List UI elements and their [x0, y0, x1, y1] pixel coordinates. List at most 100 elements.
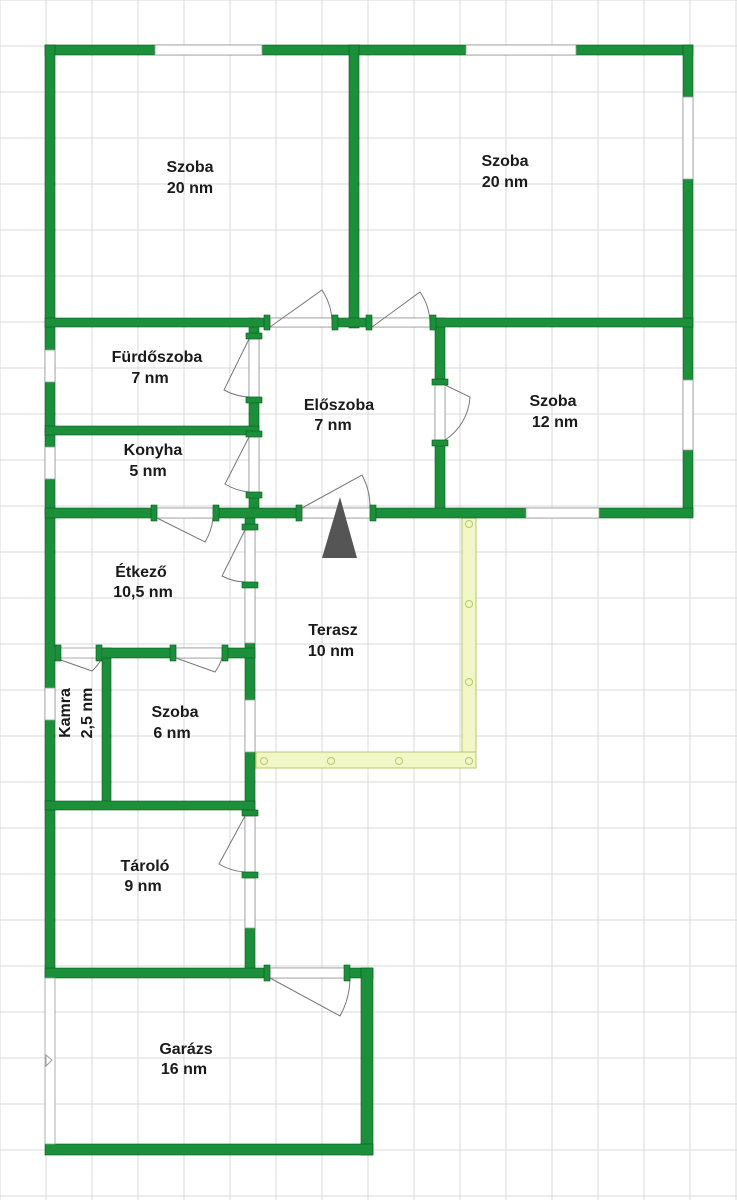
room-area: 12 nm [532, 414, 578, 431]
window [44, 349, 56, 383]
door-gap [54, 647, 103, 659]
door-jamb [241, 581, 259, 589]
room-area: 2,5 nm [79, 688, 96, 739]
door-jamb [241, 523, 259, 531]
door-jamb [263, 964, 271, 982]
door-gap [156, 507, 214, 519]
door-swing [218, 815, 246, 873]
room-area: 16 nm [161, 1061, 207, 1078]
room-area: 5 nm [129, 463, 166, 480]
window [44, 687, 56, 721]
door-swing [224, 436, 250, 493]
door-jamb [429, 314, 437, 331]
room-labels: Szoba 20 nm Szoba 20 nm Fürdőszoba 7 nm … [57, 153, 578, 1078]
door-swing [269, 977, 351, 1017]
window [682, 379, 694, 451]
wall [348, 44, 360, 329]
door-gap [269, 967, 351, 979]
north-arrow-icon [322, 497, 357, 558]
door-jamb [365, 314, 373, 331]
door-jamb [212, 504, 220, 522]
room-area: 7 nm [131, 370, 168, 387]
door-gap [244, 815, 256, 873]
window [465, 44, 577, 56]
room-name: Garázs [159, 1041, 212, 1058]
room-name: Szoba [529, 393, 576, 410]
door-jamb [245, 332, 263, 340]
door-jamb [150, 504, 158, 522]
wall [44, 1143, 374, 1156]
terrace-railing-side [461, 517, 477, 769]
garage-gate-marker [45, 1053, 53, 1068]
door-jamb [54, 644, 62, 662]
door-swing [221, 529, 246, 583]
door-jamb [263, 314, 271, 331]
room-area: 20 nm [167, 180, 213, 197]
room-name: Szoba [481, 153, 528, 170]
door-gap [371, 317, 431, 328]
door-gap [248, 436, 260, 493]
terrace-railing-front [255, 751, 477, 769]
door-jamb [221, 644, 229, 662]
railing-post [327, 757, 335, 765]
room-name: Szoba [151, 704, 198, 721]
door-jamb [331, 314, 339, 331]
door-jamb [245, 491, 263, 499]
door-swing [175, 657, 223, 673]
window [525, 507, 600, 519]
window [154, 44, 263, 56]
railing-post [395, 757, 403, 765]
wall [44, 44, 694, 56]
door-jamb [241, 871, 259, 879]
room-area: 7 nm [314, 417, 351, 434]
room-name: Terasz [308, 622, 358, 639]
door-jamb [431, 439, 449, 447]
door-gap [175, 647, 223, 659]
door-swing [301, 474, 371, 509]
room-name: Kamra [57, 688, 74, 738]
door-jamb [369, 504, 377, 522]
room-name: Fürdőszoba [112, 349, 203, 366]
room-area: 10,5 nm [113, 584, 173, 601]
sliding-door [244, 584, 256, 644]
door-jamb [245, 396, 263, 404]
room-name: Konyha [124, 442, 183, 459]
room-name: Étkező [115, 562, 167, 581]
railing-post [465, 757, 473, 765]
garage-gate [44, 977, 56, 1145]
room-area: 10 nm [308, 643, 354, 660]
door-swing [156, 517, 214, 543]
terrace-railing [255, 517, 477, 769]
wall [101, 647, 112, 807]
door-jamb [343, 964, 351, 982]
railing-post [465, 520, 473, 528]
door-swing [54, 657, 103, 672]
door-jamb [245, 430, 263, 438]
door-gap [244, 529, 256, 583]
room-area: 6 nm [153, 725, 190, 742]
door-jambs [54, 314, 449, 982]
railing-post [465, 600, 473, 608]
wall [360, 967, 374, 1156]
sliding-door [244, 877, 256, 929]
room-name: Szoba [166, 159, 213, 176]
door-jamb [295, 504, 303, 522]
window [682, 96, 694, 180]
door-gap [269, 317, 333, 328]
room-area: 20 nm [482, 174, 528, 191]
door-gap [248, 338, 260, 398]
door-swing [444, 384, 471, 441]
window [44, 446, 56, 480]
room-name: Tároló [121, 858, 170, 875]
door-jamb [169, 644, 177, 662]
door-jamb [431, 378, 449, 386]
wall [44, 425, 260, 436]
door-jamb [241, 809, 259, 817]
railing-post [260, 757, 268, 765]
door-gap [434, 384, 446, 441]
sliding-door [244, 699, 256, 753]
door-jamb [95, 644, 103, 662]
room-area: 9 nm [124, 878, 161, 895]
railing-post [465, 678, 473, 686]
